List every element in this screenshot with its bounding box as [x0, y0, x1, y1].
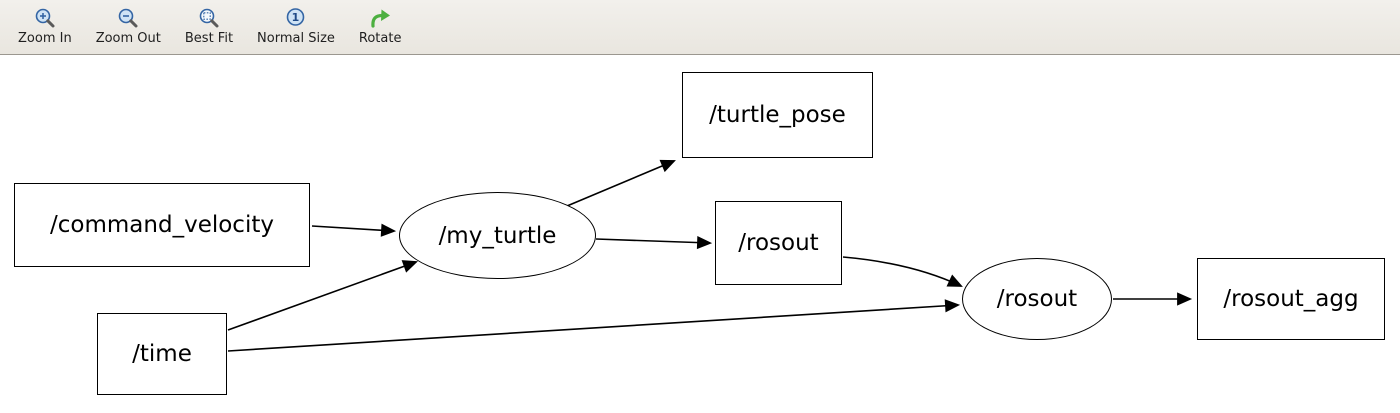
toolbar: Zoom In Zoom Out Best Fit — [0, 0, 1400, 55]
best-fit-icon — [197, 6, 221, 30]
rotate-label: Rotate — [358, 31, 402, 46]
edge-my-turtle-to-rosout-topic — [595, 235, 713, 250]
node-rosout-topic: /rosout — [715, 201, 842, 285]
node-command-velocity: /command_velocity — [14, 183, 310, 267]
edge-rosout-topic-to-rosout-node — [842, 256, 963, 287]
edge-time-to-my-turtle — [227, 260, 418, 331]
node-my-turtle: /my_turtle — [399, 192, 596, 279]
zoom-in-label: Zoom In — [18, 31, 72, 46]
best-fit-button[interactable]: Best Fit — [173, 4, 245, 48]
node-rosout-node: /rosout — [962, 258, 1112, 340]
zoom-out-button[interactable]: Zoom Out — [84, 4, 173, 48]
svg-text:1: 1 — [292, 11, 300, 24]
best-fit-label: Best Fit — [184, 31, 234, 46]
normal-size-icon: 1 — [284, 6, 308, 30]
zoom-in-button[interactable]: Zoom In — [6, 4, 84, 48]
normal-size-button[interactable]: 1 Normal Size — [245, 4, 347, 48]
node-turtle-pose: /turtle_pose — [682, 72, 873, 158]
edge-command-velocity-to-my-turtle — [311, 223, 397, 237]
zoom-in-icon — [33, 6, 57, 30]
rotate-button[interactable]: Rotate — [347, 4, 414, 48]
edge-time-to-rosout-node — [227, 299, 961, 352]
normal-size-label: Normal Size — [257, 31, 335, 46]
edge-my-turtle-to-turtle-pose — [566, 159, 676, 207]
node-time: /time — [97, 313, 227, 395]
rotate-icon — [368, 6, 392, 30]
zoom-out-icon — [116, 6, 140, 30]
node-rosout-agg: /rosout_agg — [1197, 258, 1385, 340]
zoom-out-label: Zoom Out — [95, 31, 161, 46]
